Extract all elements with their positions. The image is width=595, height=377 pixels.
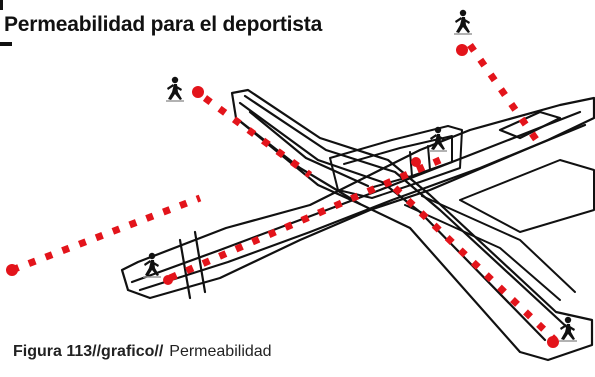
title-marker-bottom: [0, 42, 12, 46]
title-marker-top: [0, 0, 3, 10]
path-endpoint-bottom-right: [547, 336, 559, 348]
cross-structure: [120, 88, 595, 362]
figure-caption-text: Permeabilidad: [169, 343, 272, 360]
runner-icon: [165, 76, 185, 102]
figure-caption: Figura 113//grafico// Permeabilidad: [13, 343, 272, 361]
path-segment-center-to-bottom-right: [392, 185, 558, 343]
path-endpoints: [6, 44, 559, 348]
path-endpoint-top-right: [456, 44, 468, 56]
diagram-title: Permeabilidad para el deportista: [4, 13, 323, 36]
path-segment-left-horizontal: [10, 194, 202, 274]
figure-caption-label: Figura 113//grafico//: [13, 343, 164, 360]
path-segment-top-left: [202, 95, 313, 178]
structure-slab: [459, 159, 595, 233]
structure-center: [329, 125, 576, 301]
path-segment-top-right: [467, 42, 543, 148]
path-endpoint-left: [6, 264, 18, 276]
path-endpoint-top-left: [192, 86, 204, 98]
permeability-paths: [10, 42, 558, 343]
runner-icon: [453, 9, 473, 35]
path-endpoint-center: [411, 157, 421, 167]
path-segment-bottom-to-center: [168, 156, 442, 282]
path-endpoint-bottom: [163, 275, 173, 285]
runner-icon: [558, 316, 578, 342]
